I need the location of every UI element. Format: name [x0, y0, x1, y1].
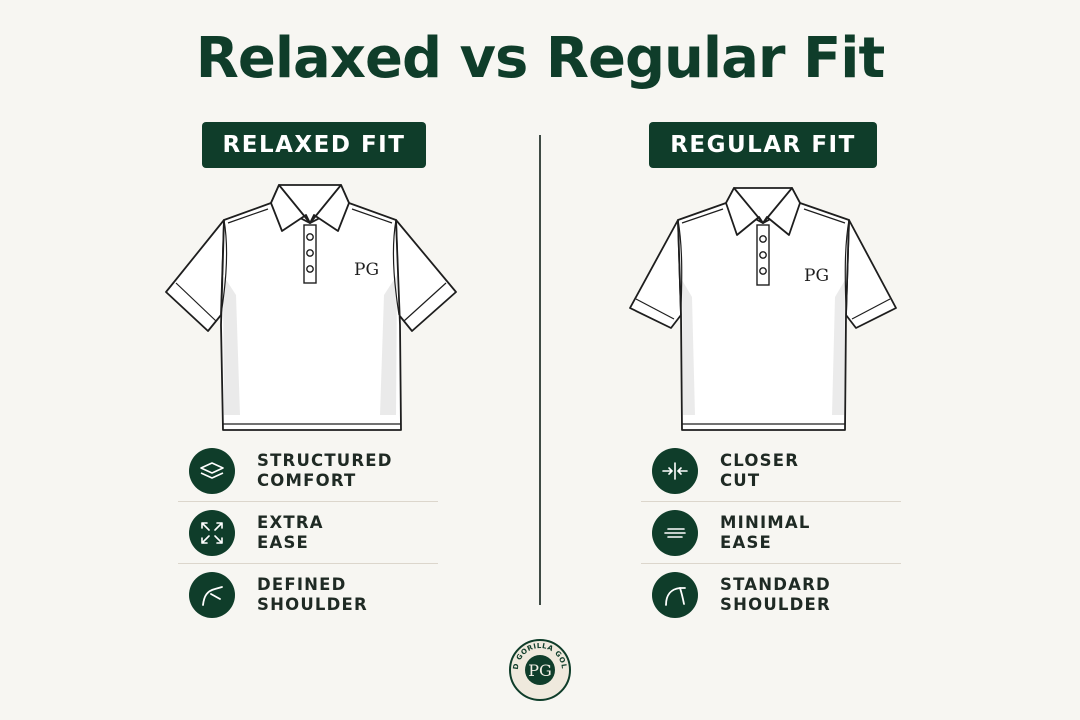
feature-label-line1: STANDARD — [720, 575, 831, 594]
plaid-gorilla-logo: PLAID GORILLA GOLF CO PG — [508, 638, 571, 701]
feature-label-line2: EASE — [257, 532, 309, 552]
feature-standard-shoulder: STANDARD SHOULDER — [641, 564, 901, 626]
feature-label-line1: DEFINED — [257, 575, 347, 594]
page-title: Relaxed vs Regular Fit — [195, 26, 885, 91]
regular-fit-column: REGULAR FIT — [540, 0, 1080, 720]
feature-label-line2: SHOULDER — [720, 595, 831, 614]
center-divider — [539, 135, 541, 605]
feature-label-line2: COMFORT — [257, 470, 357, 490]
layers-icon — [189, 447, 235, 494]
shoulder-curve-icon — [189, 572, 235, 618]
expand-arrows-icon — [189, 509, 235, 556]
compress-arrows-icon — [652, 447, 698, 494]
feature-label-line1: EXTRA — [257, 512, 324, 532]
feature-closer-cut: CLOSER CUT — [641, 440, 901, 502]
feature-label-line1: MINIMAL — [720, 512, 811, 532]
regular-fit-features: CLOSER CUT MINIMAL EASE STANDARD SHOULDE… — [641, 440, 901, 626]
minimal-lines-icon — [652, 509, 698, 556]
feature-label-line1: STRUCTURED — [257, 450, 393, 470]
feature-label-line2: EASE — [720, 532, 772, 552]
feature-label-line2: SHOULDER — [257, 595, 368, 614]
relaxed-polo-shirt-illustration: PG — [165, 184, 457, 431]
feature-structured-comfort: STRUCTURED COMFORT — [178, 440, 438, 502]
logo-monogram: PG — [528, 661, 552, 680]
regular-polo-shirt-illustration: PG — [629, 187, 897, 431]
relaxed-fit-column: RELAXED FIT — [165, 122, 457, 626]
shoulder-curve-icon — [652, 572, 698, 618]
chest-monogram: PG — [354, 260, 379, 280]
relaxed-fit-features: STRUCTURED COMFORT EXTRA EASE DEFINED SH… — [178, 440, 438, 626]
feature-label-line1: CLOSER — [720, 450, 800, 470]
relaxed-fit-badge: RELAXED FIT — [202, 122, 426, 168]
feature-defined-shoulder: DEFINED SHOULDER — [178, 564, 438, 626]
feature-label-line2: CUT — [720, 470, 761, 490]
chest-monogram: PG — [804, 266, 829, 286]
regular-fit-badge: REGULAR FIT — [649, 122, 877, 168]
feature-minimal-ease: MINIMAL EASE — [641, 502, 901, 564]
feature-extra-ease: EXTRA EASE — [178, 502, 438, 564]
